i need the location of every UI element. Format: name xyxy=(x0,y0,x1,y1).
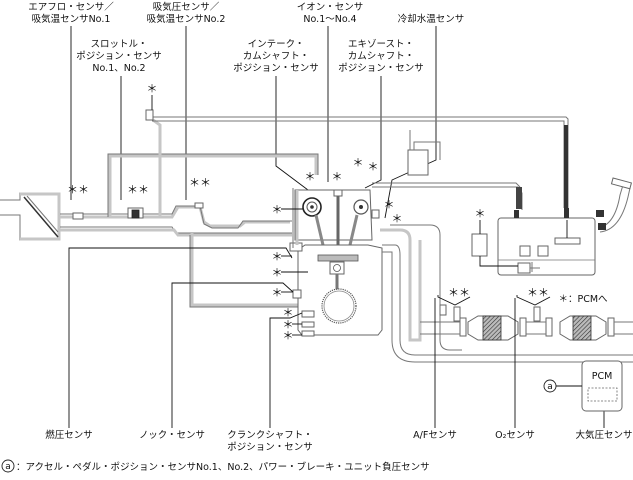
fuel-tank-system: ＊ xyxy=(471,177,633,276)
intake-asterisks: ＊＊ ＊＊ ＊＊ ＊ xyxy=(67,82,211,196)
label-ion-sensor-line1: イオン・センサ xyxy=(297,2,364,13)
marker-a-label: a xyxy=(547,382,553,392)
label-intake-cam-line2: カムシャフト・ xyxy=(243,51,310,62)
aux-asterisk-1: ＊ xyxy=(283,318,294,331)
label-airflow-sensor-line1: エアフロ・センサ／ xyxy=(28,2,114,13)
airflow-sensor-body xyxy=(72,212,84,220)
exhaust-cam-asterisk-3: ＊ xyxy=(384,198,395,211)
label-crank-sensor-line2: ポジション・センサ xyxy=(227,442,313,453)
legend-asterisk-pcm: ＊：PCMへ xyxy=(558,294,608,305)
label-knock-sensor: ノック・センサ xyxy=(139,430,205,441)
label-airflow-sensor: エアフロ・センサ／ 吸気温センサNo.1 xyxy=(28,2,114,25)
label-map-sensor: 吸気圧センサ／ 吸気温センサNo.2 xyxy=(147,1,226,25)
label-intake-cam-line1: インテーク・ xyxy=(248,39,305,50)
coolant-asterisk: ＊ xyxy=(392,212,403,225)
af-sensor-body xyxy=(453,306,461,322)
label-exhaust-cam-line3: ポジション・センサ xyxy=(338,63,424,74)
leader-knock xyxy=(171,282,294,428)
crank-asterisk: ＊ xyxy=(283,306,294,319)
ion-sensor-coil xyxy=(333,189,343,197)
label-crank-sensor-line1: クランクシャフト・ xyxy=(227,430,313,441)
o2-asterisks: ＊＊ xyxy=(527,286,549,299)
throttle-asterisks: ＊＊ xyxy=(127,183,149,196)
label-fuel-pressure-sensor: 燃圧センサ xyxy=(45,429,93,441)
label-coolant-temp-sensor: 冷却水温センサ xyxy=(398,13,465,25)
label-airflow-sensor-line2: 吸気温センサNo.1 xyxy=(32,13,111,25)
fuel-gauge-sender xyxy=(554,237,581,245)
engine xyxy=(289,188,383,337)
upper-pipes xyxy=(320,116,569,210)
baro-sensor-internal xyxy=(587,387,618,402)
throttle-valve xyxy=(131,209,140,219)
label-ion-sensor-line2: No.1～No.4 xyxy=(303,14,356,25)
label-ion-sensor: イオン・センサ No.1～No.4 xyxy=(297,2,364,25)
label-intake-cam-sensor: インテーク・ カムシャフト・ ポジション・センサ xyxy=(233,39,319,74)
af-asterisks: ＊＊ xyxy=(448,286,470,299)
intake-cam-asterisk-top: ＊ xyxy=(305,170,316,183)
footnote-marker-circle xyxy=(1,459,15,473)
label-baro-sensor: 大気圧センサ xyxy=(575,429,632,441)
map-sensor-body xyxy=(194,202,204,209)
crankshaft-sensor-plate xyxy=(321,288,357,324)
label-throttle-sensor-line2: ポジション・センサ xyxy=(76,51,162,62)
leader-intake-cam xyxy=(275,76,309,191)
coolant-reservoir xyxy=(407,149,429,176)
evap-hose xyxy=(564,125,568,208)
label-exhaust-cam-sensor: エキゾースト・ カムシャフト・ ポジション・センサ xyxy=(338,39,424,74)
tank-sensor-asterisk: ＊ xyxy=(475,207,486,220)
engine-asterisks: ＊ ＊ ＊ ＊ ＊ ＊ ＊ ＊ ＊ ＊ ＊ ＊ ＊ xyxy=(272,156,403,342)
leader-crank xyxy=(269,312,303,428)
label-throttle-sensor-line1: スロットル・ xyxy=(90,39,147,50)
piston xyxy=(317,254,359,262)
label-throttle-sensor-line3: No.1、No.2 xyxy=(92,63,145,74)
pcm-label: PCM xyxy=(592,371,613,382)
intake-cam-asterisk-left: ＊ xyxy=(272,203,283,216)
map-asterisks: ＊＊ xyxy=(189,176,211,189)
aux-asterisk-2: ＊ xyxy=(283,329,294,342)
fuel-pump xyxy=(517,262,531,274)
o2-sensor-body xyxy=(533,306,541,322)
fuel-tank-pressure-sensor xyxy=(471,233,488,257)
ion-asterisk: ＊ xyxy=(332,170,343,183)
label-throttle-sensor: スロットル・ ポジション・センサ No.1、No.2 xyxy=(76,39,162,74)
exhaust-cam-asterisk-1: ＊ xyxy=(353,156,364,169)
leader-fuel-pressure xyxy=(68,247,293,428)
label-o2-sensor: O₂センサ xyxy=(495,430,535,441)
pcm-box xyxy=(581,360,623,412)
label-map-sensor-line1: 吸気圧センサ／ xyxy=(153,1,220,13)
knock-sensor-body xyxy=(292,289,302,299)
air-filter-element xyxy=(23,196,59,238)
fuel-pump-filter xyxy=(519,245,531,257)
fuel-hose xyxy=(516,187,522,209)
exhaust-cam-asterisk-2: ＊ xyxy=(368,160,379,173)
exhaust-system xyxy=(380,224,633,363)
label-exhaust-cam-line2: カムシャフト・ xyxy=(348,51,415,62)
knock-asterisk: ＊ xyxy=(272,286,283,299)
fuel-asterisk-2: ＊ xyxy=(272,266,283,279)
leader-lines-bottom xyxy=(68,247,605,428)
vacuum-asterisk: ＊ xyxy=(147,82,158,95)
exhaust-asterisks: ＊＊ ＊＊ ＊：PCMへ xyxy=(437,286,608,306)
intake-system xyxy=(0,109,320,308)
footnote-text: ：アクセル・ペダル・ポジション・センサNo.1、No.2、パワー・ブレーキ・ユニ… xyxy=(16,461,430,473)
crank-sensor-body xyxy=(301,310,315,318)
pcm-unit: PCM a xyxy=(543,360,623,412)
fuel-pressure-asterisk: ＊ xyxy=(272,250,283,263)
label-af-sensor: A/Fセンサ xyxy=(413,430,457,441)
leader-exhaust-cam xyxy=(364,76,382,189)
airflow-asterisks: ＊＊ xyxy=(67,183,89,196)
label-exhaust-cam-line1: エキゾースト・ xyxy=(348,39,414,50)
vacuum-sensor-body xyxy=(145,109,154,121)
coolant-sensor-body xyxy=(371,209,380,219)
label-intake-cam-line3: ポジション・センサ xyxy=(233,63,319,74)
label-map-sensor-line2: 吸気温センサNo.2 xyxy=(147,13,226,25)
filler-cap xyxy=(610,177,633,190)
footnote: a ：アクセル・ペダル・ポジション・センサNo.1、No.2、パワー・ブレーキ・… xyxy=(1,459,430,473)
footnote-marker: a xyxy=(5,462,11,472)
